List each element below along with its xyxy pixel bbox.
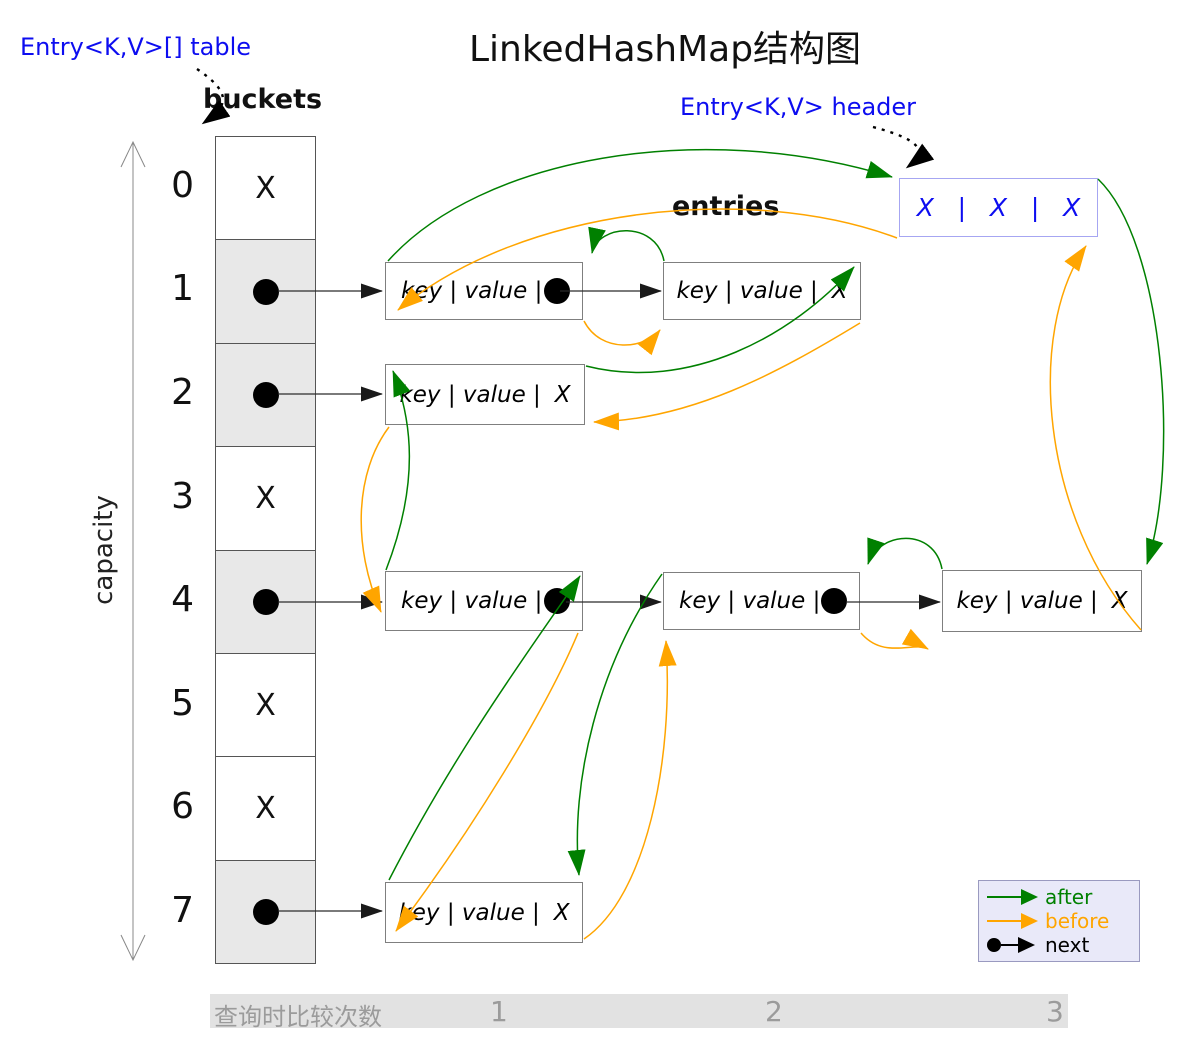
bucket-pointer-dot (252, 898, 279, 925)
bucket-pointer-dot (252, 381, 279, 408)
bucket-array: X X X X (215, 136, 316, 964)
null-symbol: X (554, 381, 571, 408)
comparison-count-1: 1 (490, 995, 508, 1028)
bucket-cell-6: X (216, 757, 315, 861)
capacity-label: capacity (89, 495, 119, 605)
next-pointer-dot (544, 278, 570, 304)
null-symbol: X (831, 278, 848, 304)
buckets-label: buckets (203, 84, 323, 115)
bucket-index-7: 7 (171, 890, 194, 931)
comparison-count-label: 查询时比较次数 (214, 1003, 382, 1031)
legend-item-next: next (987, 935, 1131, 955)
comparison-count-3: 3 (1046, 995, 1064, 1028)
bucket-cell-0: X (216, 137, 315, 241)
bucket-cell-1 (216, 240, 315, 344)
entry-fields: key | value | (956, 588, 1098, 614)
next-pointer-dot (821, 588, 847, 614)
entry-fields: key | value | (401, 278, 543, 304)
bucket-cell-4 (216, 550, 315, 654)
bucket-index-6: 6 (171, 786, 194, 827)
entry-row4-entry2: key | value | (663, 572, 860, 630)
legend-item-before: before (987, 911, 1131, 931)
entry-fields: key | value | (399, 381, 541, 408)
entry-row4-entry3: key | value | X (942, 570, 1142, 632)
null-symbol: X (553, 899, 570, 926)
legend-item-after: after (987, 887, 1131, 907)
legend-label: next (1045, 933, 1090, 957)
entry-fields: key | value | (401, 588, 543, 614)
comparison-count-bar (210, 994, 1068, 1028)
page-title: LinkedHashMap结构图 (468, 29, 862, 70)
bucket-index-0: 0 (171, 165, 194, 206)
header-node-text: X | X | X (916, 193, 1081, 222)
bucket-cell-2 (216, 343, 315, 448)
entry-fields: key | value | (398, 899, 540, 926)
entry-row7-entry1: key | value | X (385, 882, 583, 943)
bucket-cell-7 (216, 860, 315, 963)
bucket-index-1: 1 (171, 268, 194, 309)
bucket-index-3: 3 (171, 476, 194, 517)
null-symbol: X (1111, 588, 1128, 614)
entry-row2-entry1: key | value | X (385, 364, 585, 425)
null-symbol: X (255, 480, 276, 516)
bucket-cell-3: X (216, 447, 315, 551)
null-symbol: X (255, 687, 276, 723)
after-arrows (385, 148, 1165, 881)
table-label: Entry<K,V>[] table (20, 33, 251, 61)
bucket-pointer-dot (252, 588, 279, 615)
next-arrow-icon (987, 937, 1045, 953)
bucket-cell-5: X (216, 653, 315, 758)
bucket-pointer-dot (252, 278, 279, 305)
entries-label: entries (672, 191, 780, 222)
bucket-index-2: 2 (171, 372, 194, 413)
after-arrow-icon (987, 889, 1045, 905)
comparison-count-2: 2 (765, 995, 783, 1028)
bucket-index-5: 5 (171, 683, 194, 724)
null-symbol: X (255, 790, 276, 826)
legend-label: before (1045, 909, 1110, 933)
entry-fields: key | value | (679, 588, 821, 614)
before-arrow-icon (987, 913, 1045, 929)
legend-label: after (1045, 885, 1093, 909)
header-label: Entry<K,V> header (680, 93, 917, 121)
entry-row1-entry2: key | value | X (663, 262, 861, 320)
entry-row1-entry1: key | value | (385, 262, 583, 320)
entry-fields: key | value | (676, 278, 818, 304)
bucket-index-4: 4 (171, 579, 194, 620)
entry-row4-entry1: key | value | (385, 571, 583, 631)
null-symbol: X (255, 170, 276, 206)
header-pointer-arrow (872, 125, 935, 169)
capacity-axis (120, 140, 146, 962)
header-entry-node: X | X | X (899, 178, 1098, 237)
legend: after before next (978, 880, 1140, 962)
next-pointer-dot (544, 588, 570, 614)
